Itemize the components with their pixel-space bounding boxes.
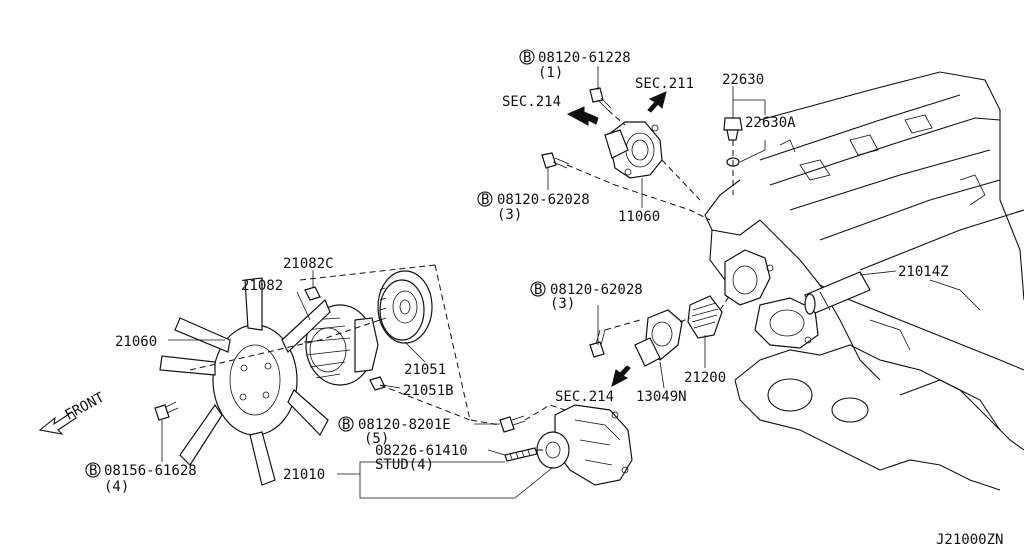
temp-sensor-22630 <box>723 117 743 167</box>
bolt-08156-61628 <box>154 401 179 421</box>
cooling-fan-21060 <box>159 277 331 486</box>
label-08226-61410: 08226-61410 <box>375 443 468 459</box>
b-mark: B <box>481 192 489 208</box>
bolt-08120-62028-b <box>589 329 606 358</box>
label-21014z: 21014Z <box>898 264 949 280</box>
label-08120-62028-a: 08120-62028 <box>497 192 590 208</box>
label-22630a: 22630A <box>745 115 796 131</box>
label-qty-5: (5) <box>364 431 389 447</box>
engine-block <box>704 71 1024 491</box>
label-21200: 21200 <box>684 370 726 386</box>
label-21082c: 21082C <box>283 256 334 272</box>
label-qty-1: (1) <box>538 65 563 81</box>
bolt-08120-62028-a <box>541 152 570 169</box>
nut-21051b <box>369 376 386 391</box>
label-sec211: SEC.211 <box>635 76 694 92</box>
arrow-sec214-bottom <box>611 365 631 387</box>
b-mark: B <box>534 282 542 298</box>
label-qty-3-b: (3) <box>550 296 575 312</box>
labels: B 08120-61228 (1) SEC.211 SEC.214 22630 … <box>62 49 1003 548</box>
label-08120-8201e: 08120-8201E <box>358 417 451 433</box>
label-21051: 21051 <box>404 362 446 378</box>
thermostat-21200 <box>687 295 723 339</box>
label-13049n: 13049N <box>636 389 687 405</box>
b-mark: B <box>89 463 97 479</box>
bolt-08120-8201e <box>499 415 526 433</box>
assembly-lines <box>189 109 734 451</box>
label-21010: 21010 <box>283 467 325 483</box>
arrow-sec211 <box>647 91 667 113</box>
label-qty-4: (4) <box>104 479 129 495</box>
b-mark: B <box>342 417 350 433</box>
label-08120-61228: 08120-61228 <box>538 50 631 66</box>
fan-clutch-21082 <box>303 304 379 386</box>
water-outlet-11060 <box>604 121 663 179</box>
bolt-08120-61228 <box>589 87 612 111</box>
label-qty-3-a: (3) <box>497 207 522 223</box>
water-pump-21010 <box>536 404 633 486</box>
label-22630: 22630 <box>722 72 764 88</box>
label-front: FRONT <box>62 389 107 423</box>
nut-21082c <box>304 286 321 301</box>
front-arrow <box>38 411 77 435</box>
label-stud-4: STUD(4) <box>375 457 434 473</box>
water-outlet-housing <box>724 249 819 349</box>
label-08120-62028-b: 08120-62028 <box>550 282 643 298</box>
label-sec214-bottom: SEC.214 <box>555 389 614 405</box>
water-pump-pulley-21051 <box>377 270 433 344</box>
label-08156-61628: 08156-61628 <box>104 463 197 479</box>
b-mark: B <box>523 50 531 66</box>
label-21051b: 21051B <box>403 383 454 399</box>
stud-08226-61410 <box>504 447 538 462</box>
leader-lines <box>161 66 897 499</box>
label-11060: 11060 <box>618 209 660 225</box>
label-21060: 21060 <box>115 334 157 350</box>
label-21082: 21082 <box>241 278 283 294</box>
water-inlet-13049n <box>634 309 683 367</box>
arrow-sec214-top <box>566 106 599 126</box>
diagram-id: J21000ZN <box>936 532 1003 548</box>
label-sec214-top: SEC.214 <box>502 94 561 110</box>
bypass-pipe-21014z <box>804 271 871 315</box>
